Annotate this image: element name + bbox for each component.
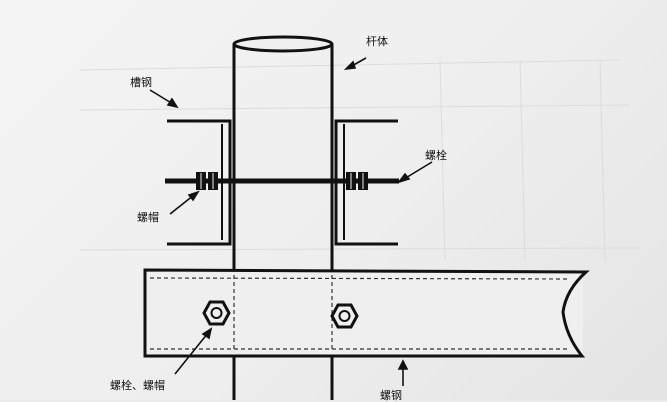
steel-plate-dash-top	[149, 277, 571, 280]
label-bolt: 螺栓	[425, 149, 447, 162]
label-channel-steel: 槽钢	[130, 76, 152, 89]
label-pole: 杆体	[366, 35, 388, 48]
plate-bolt-left	[202, 300, 231, 326]
faint-grid	[79, 59, 641, 261]
leader-arrows	[149, 57, 433, 386]
steel-plate	[143, 268, 590, 358]
plate-bolt-right	[330, 303, 359, 329]
label-steel-plate: 螺钢	[380, 389, 402, 402]
label-nut: 螺帽	[137, 211, 159, 224]
label-bolt-and-nut: 螺栓、螺帽	[110, 379, 165, 392]
pole-top	[232, 35, 334, 53]
